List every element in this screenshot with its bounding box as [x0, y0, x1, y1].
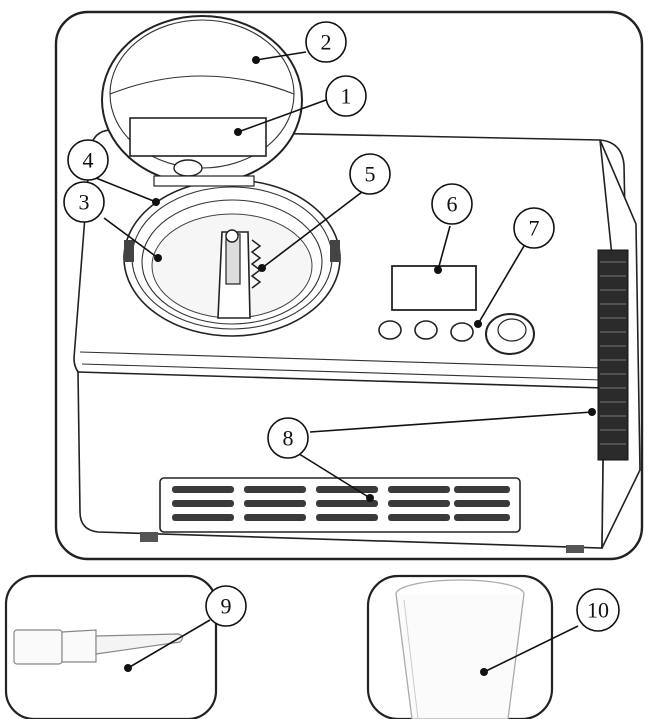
- measuring-cup: [396, 580, 524, 719]
- control-button-1[interactable]: [379, 321, 401, 339]
- callout-5: 5: [350, 154, 390, 194]
- callout-label-1: 1: [341, 84, 352, 109]
- callout-8: 8: [268, 418, 308, 458]
- callout-10: 10: [577, 589, 619, 631]
- callout-7: 7: [514, 208, 554, 248]
- lid-window: [130, 118, 266, 156]
- callout-label-2: 2: [321, 30, 332, 55]
- side-vent: [598, 250, 628, 460]
- callout-4: 4: [68, 140, 108, 180]
- control-button-2[interactable]: [415, 321, 437, 339]
- callout-label-8: 8: [283, 426, 294, 451]
- callout-label-10: 10: [587, 598, 609, 623]
- callout-label-6: 6: [447, 192, 458, 217]
- callout-label-7: 7: [529, 216, 540, 241]
- callout-3: 3: [64, 182, 104, 222]
- callout-label-4: 4: [83, 148, 94, 173]
- callout-9: 9: [206, 586, 246, 626]
- control-button-3[interactable]: [451, 323, 473, 341]
- callout-1: 1: [326, 76, 366, 116]
- callout-label-5: 5: [365, 162, 376, 187]
- callout-2: 2: [306, 22, 346, 62]
- callout-6: 6: [432, 184, 472, 224]
- callout-label-3: 3: [79, 190, 90, 215]
- lcd-display: [392, 266, 476, 310]
- callout-label-9: 9: [221, 594, 232, 619]
- lid: [102, 16, 302, 186]
